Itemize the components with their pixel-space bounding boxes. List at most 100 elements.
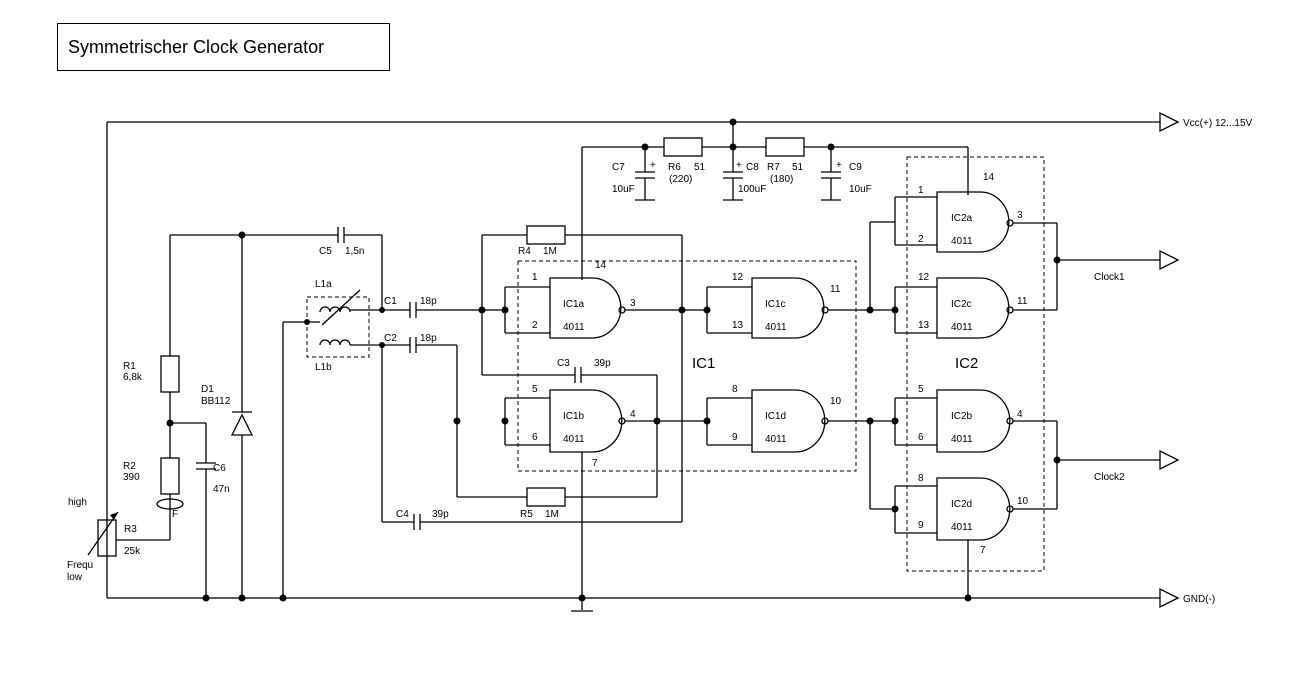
svg-text:+: +: [650, 160, 656, 171]
r3-high: high: [68, 497, 87, 508]
svg-text:4: 4: [1017, 409, 1023, 420]
svg-text:6: 6: [918, 432, 924, 443]
c5-name: C5: [319, 246, 332, 257]
ic1d-label: IC1d: [765, 411, 786, 422]
r7-name: R7: [767, 162, 780, 173]
r3-potentiometer: high R3 25k Frequ low: [67, 497, 170, 583]
c2-name: C2: [384, 333, 397, 344]
svg-text:8: 8: [732, 384, 738, 395]
supply-filter: + + + C7 10uF R6 51 (220) C8 100uF R7 51…: [581, 122, 969, 280]
gnd-label: GND(-): [1183, 594, 1215, 605]
c3-value: 39p: [594, 358, 611, 369]
svg-text:9: 9: [732, 432, 738, 443]
gate-ic1b: IC1b 4011 5 6 4 7: [504, 384, 707, 598]
c1-name: C1: [384, 296, 397, 307]
svg-text:2: 2: [918, 234, 924, 245]
r1-value: 6,8k: [123, 372, 143, 383]
ic1c-label: IC1c: [765, 299, 786, 310]
svg-text:3: 3: [630, 298, 636, 309]
r5-value: 1M: [545, 509, 559, 520]
c8-name: C8: [746, 162, 759, 173]
ic2-label: IC2: [955, 355, 978, 372]
gate-ic2c: IC2c 4011 12 13 11: [869, 221, 1057, 339]
svg-text:14: 14: [983, 172, 995, 183]
c6-value: 47n: [213, 484, 230, 495]
c6-name: C6: [213, 463, 226, 474]
ic2a-part: 4011: [951, 236, 973, 247]
r7-value: 51: [792, 162, 804, 173]
svg-text:10: 10: [830, 396, 842, 407]
c9-name: C9: [849, 162, 862, 173]
svg-text:+: +: [736, 160, 742, 171]
svg-text:13: 13: [918, 320, 930, 331]
svg-text:4: 4: [630, 409, 636, 420]
c8-value: 100uF: [738, 184, 766, 195]
c4-capacitor: C4 39p: [381, 235, 683, 530]
vcc-label: Vcc(+) 12...15V: [1183, 118, 1253, 129]
gate-ic1a: IC1a 4011 1 2 3 14: [504, 260, 682, 339]
r3-freq: Frequ: [67, 560, 93, 571]
r3-value: 25k: [124, 546, 141, 557]
r7-alt: (180): [770, 174, 793, 185]
r4-value: 1M: [543, 246, 557, 257]
r6-value: 51: [694, 162, 706, 173]
r4-resistor: R4 1M: [481, 225, 682, 375]
clock1-label: Clock1: [1094, 272, 1125, 283]
svg-text:9: 9: [918, 520, 924, 531]
diagram-title: Symmetrischer Clock Generator: [68, 37, 325, 57]
c1-value: 18p: [420, 296, 437, 307]
gate-ic2b: IC2b 4011 5 6 4: [894, 384, 1057, 453]
r6-name: R6: [668, 162, 681, 173]
clock1-output: Clock1: [1056, 223, 1180, 310]
gate-ic2a: IC2a 4011 1 2 3 14: [894, 172, 1057, 253]
d1-value: BB112: [201, 396, 231, 407]
ic1-package: IC1: [517, 260, 857, 472]
svg-text:F: F: [172, 509, 178, 520]
ic2c-label: IC2c: [951, 299, 972, 310]
r2-value: 390: [123, 472, 140, 483]
svg-text:5: 5: [918, 384, 924, 395]
c2-capacitor: C2 18p: [382, 333, 458, 497]
l1-coil: L1a L1b: [282, 279, 382, 598]
ic1b-label: IC1b: [563, 411, 585, 422]
c7-value: 10uF: [612, 184, 635, 195]
ic1-label: IC1: [692, 355, 715, 372]
ic1a-part: 4011: [563, 322, 585, 333]
ic2a-label: IC2a: [951, 213, 973, 224]
svg-text:5: 5: [532, 384, 538, 395]
l1a-label: L1a: [315, 279, 332, 290]
svg-text:10: 10: [1017, 496, 1029, 507]
l1b-label: L1b: [315, 362, 332, 373]
clock2-output: Clock2: [1056, 421, 1180, 509]
r6-alt: (220): [669, 174, 692, 185]
clock2-label: Clock2: [1094, 472, 1125, 483]
svg-text:3: 3: [1017, 210, 1023, 221]
c6-capacitor: C6 47n: [170, 422, 230, 598]
r1-resistor: R1 6,8k: [123, 235, 180, 458]
c4-value: 39p: [432, 509, 449, 520]
ic1b-part: 4011: [563, 434, 585, 445]
gate-ic1c: IC1c 4011 12 13 11: [682, 272, 895, 339]
ic2d-part: 4011: [951, 522, 973, 533]
svg-text:1: 1: [918, 185, 924, 196]
svg-text:8: 8: [918, 473, 924, 484]
svg-text:1: 1: [532, 272, 538, 283]
ic1c-part: 4011: [765, 322, 787, 333]
c1-capacitor: C1 18p: [382, 296, 505, 318]
c3-capacitor: C3 39p: [482, 358, 658, 497]
c4-name: C4: [396, 509, 409, 520]
r5-name: R5: [520, 509, 533, 520]
c3-name: C3: [557, 358, 570, 369]
c5-capacitor: C5 1,5n: [170, 227, 383, 310]
ic1d-part: 4011: [765, 434, 787, 445]
junctions: [166, 118, 1061, 602]
gate-ic1d: IC1d 4011 8 9 10: [706, 384, 895, 453]
r5-resistor: R5 1M: [457, 487, 657, 520]
r4-name: R4: [518, 246, 531, 257]
ic2d-label: IC2d: [951, 499, 972, 510]
d1-name: D1: [201, 384, 214, 395]
ic2b-part: 4011: [951, 434, 973, 445]
vcc-rail: [106, 121, 1160, 598]
c2-value: 18p: [420, 333, 437, 344]
